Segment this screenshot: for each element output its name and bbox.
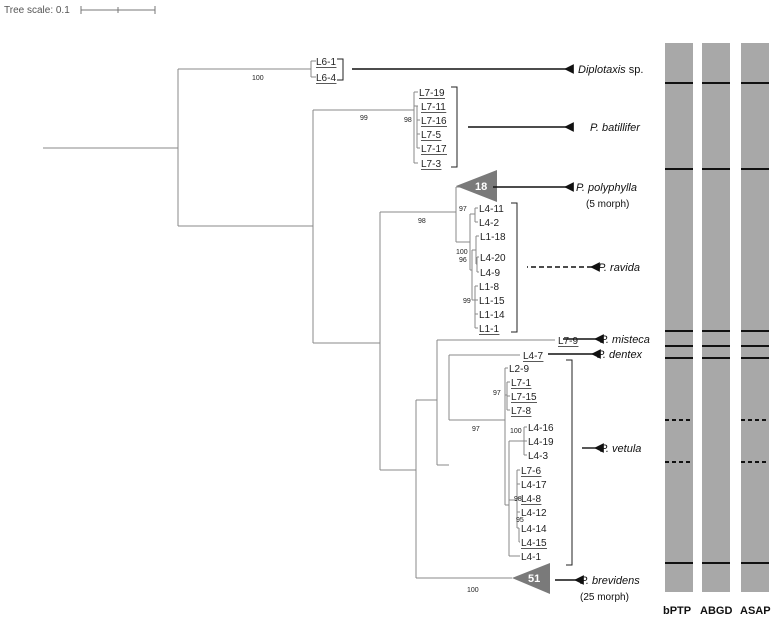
method-bar-abgd [702,43,730,592]
clade-brackets [337,58,573,566]
species-label-vetula: P. vetula [600,443,641,455]
support-value: 100 [510,428,522,435]
tip-label: L4-3 [528,451,548,462]
collapsed-clade-triangle-brevidens [512,563,550,594]
tip-label: L7-16 [421,116,447,127]
tip-labels: L6-1 L6-4 L7-19 L7-11 L7-16 L7-5 L7-17 L… [316,57,578,563]
delimitation-bars [665,43,769,592]
support-value: 97 [459,206,467,213]
species-label-brevidens: P. brevidens [580,575,640,587]
tip-label: L4-9 [480,268,500,279]
tip-label: L7-15 [511,392,537,403]
collapsed-clade-count-brevidens: 51 [528,573,540,585]
tip-label: L7-11 [421,102,446,113]
tip-label: L7-5 [421,130,441,141]
tip-label: L4-16 [528,423,554,434]
support-value: 98 [418,218,426,225]
tip-label: L4-2 [479,218,499,229]
tip-label: L1-15 [479,296,505,307]
tree-branches [43,60,555,579]
tip-label: L4-7 [523,351,543,362]
method-label-abgd: ABGD [700,605,732,617]
method-label-asap: ASAP [740,605,771,617]
tip-label: L1-8 [479,282,499,293]
tip-label: L4-11 [479,204,504,215]
support-value: 96 [459,257,467,264]
tip-label: L2-9 [509,364,529,375]
species-label-dentex: P. dentex [597,349,643,361]
method-bar-asap [741,43,769,592]
species-label-batillifer: P. batillifer [590,122,641,134]
tip-label: L1-14 [479,310,505,321]
support-value: 95 [516,517,524,524]
tip-label: L7-17 [421,144,447,155]
tip-label: L4-12 [521,508,547,519]
bar-background [665,43,693,592]
support-value: 98 [404,117,412,124]
method-bar-bptp [665,43,693,592]
tip-label: L4-1 [521,552,541,563]
support-value: 97 [493,390,501,397]
support-value: 100 [456,249,468,256]
tip-label: L7-8 [511,406,531,417]
tip-label: L4-17 [521,480,547,491]
species-label-ravida: P. ravida [598,262,640,274]
tip-label: L6-1 [316,57,336,68]
collapsed-clade-count-polyphylla: 18 [475,181,487,193]
tip-label: L7-1 [511,378,531,389]
tip-label: L1-18 [480,232,506,243]
support-value: 98 [514,496,522,503]
support-values: 100 99 98 98 97 100 96 99 97 97 100 98 9… [252,75,524,594]
tip-label: L7-19 [419,88,445,99]
morph-note-polyphylla: (5 morph) [586,199,629,210]
tip-label: L4-15 [521,538,547,549]
tip-label: L7-3 [421,159,441,170]
morph-note-brevidens: (25 morph) [580,592,629,603]
collapsed-clade-triangle-polyphylla [456,170,497,202]
species-label-misteca: P. misteca [600,334,650,346]
tip-label: L4-20 [480,253,506,264]
tree-scale-bar [80,6,156,14]
support-value: 99 [463,298,471,305]
tip-label: L6-4 [316,73,336,84]
species-arrows [352,64,604,585]
support-value: 99 [360,115,368,122]
tip-label-underlines [316,67,579,549]
bar-background [702,43,730,592]
tip-label: L7-6 [521,466,541,477]
bar-background [741,43,769,592]
support-value: 100 [252,75,264,82]
tip-label: L4-19 [528,437,554,448]
support-value: 100 [467,587,479,594]
species-label-polyphylla: P. polyphylla [576,182,637,194]
tip-label: L7-9 [558,336,578,347]
species-label-diplotaxis: Diplotaxis sp. [578,64,643,76]
tip-label: L4-14 [521,524,547,535]
tip-label: L4-8 [521,494,541,505]
tree-scale-label: Tree scale: 0.1 [4,5,70,16]
method-label-bptp: bPTP [663,605,691,617]
support-value: 97 [472,426,480,433]
tip-label: L1-1 [479,324,499,335]
species-labels: Diplotaxis sp. P. batillifer P. polyphyl… [576,64,650,603]
